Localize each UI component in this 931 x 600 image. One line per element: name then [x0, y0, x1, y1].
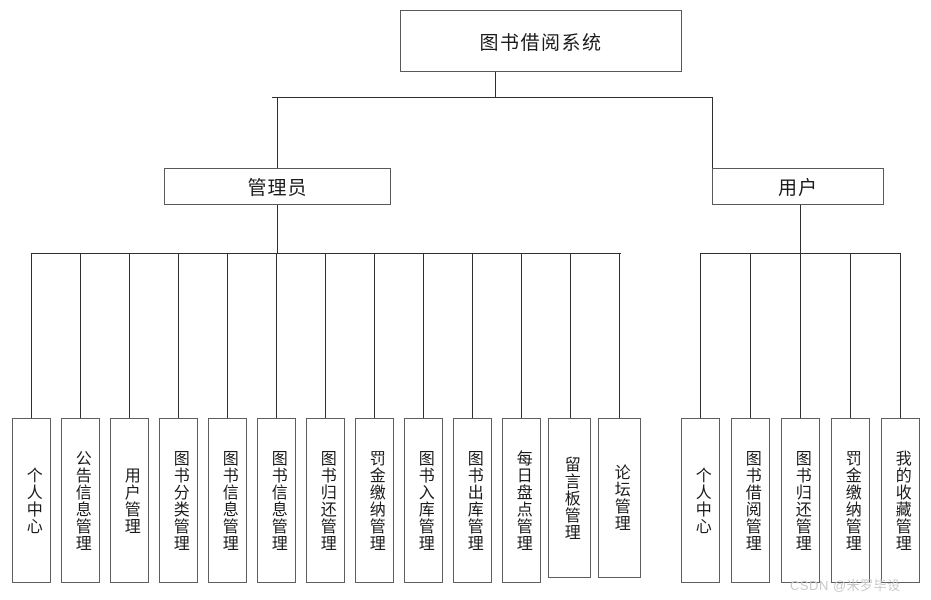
- leaf-node[interactable]: 图书入库管理: [404, 418, 443, 583]
- leaf-label: 留言板管理: [561, 455, 579, 541]
- leaf-node[interactable]: 我的收藏管理: [881, 418, 920, 583]
- node-branch-admin-label: 管理员: [247, 178, 308, 199]
- leaf-node[interactable]: 个人中心: [12, 418, 51, 583]
- leaf-label: 每日盘点管理: [513, 449, 531, 552]
- edge-admin-drop-11: [521, 253, 522, 418]
- leaf-label: 图书信息管理: [268, 449, 286, 552]
- edge-level2-bus: [272, 97, 713, 98]
- node-root-system[interactable]: 图书借阅系统: [400, 10, 682, 72]
- edge-user-drop-1: [700, 253, 701, 418]
- edge-admin-drop-7: [325, 253, 326, 418]
- leaf-node[interactable]: 图书信息管理: [208, 418, 247, 583]
- leaf-node[interactable]: 公告信息管理: [61, 418, 100, 583]
- leaf-label: 用户管理: [121, 466, 139, 535]
- leaf-label: 我的收藏管理: [892, 449, 910, 552]
- leaf-node[interactable]: 图书归还管理: [306, 418, 345, 583]
- leaf-label: 图书入库管理: [415, 449, 433, 552]
- edge-root-stem: [495, 72, 496, 97]
- leaf-label: 图书借阅管理: [742, 449, 760, 552]
- leaf-label: 个人中心: [23, 466, 41, 535]
- leaf-label: 罚金缴纳管理: [842, 449, 860, 552]
- edge-admin-drop-13: [619, 253, 620, 418]
- edge-admin-drop-5: [227, 253, 228, 418]
- leaf-node[interactable]: 留言板管理: [548, 418, 591, 578]
- node-branch-user[interactable]: 用户: [712, 168, 884, 205]
- leaf-node[interactable]: 论坛管理: [598, 418, 641, 578]
- edge-admin-bus: [31, 253, 621, 254]
- leaf-label: 公告信息管理: [72, 449, 90, 552]
- leaf-node[interactable]: 罚金缴纳管理: [831, 418, 870, 583]
- edge-user-drop-5: [900, 253, 901, 418]
- edge-admin-drop-10: [472, 253, 473, 418]
- edge-user-drop-2: [750, 253, 751, 418]
- edge-to-user: [712, 97, 713, 168]
- edge-admin-stem: [277, 205, 278, 253]
- edge-user-drop-4: [850, 253, 851, 418]
- leaf-node[interactable]: 图书借阅管理: [731, 418, 770, 583]
- edge-admin-drop-1: [31, 253, 32, 418]
- leaf-node[interactable]: 图书出库管理: [453, 418, 492, 583]
- leaf-node[interactable]: 图书信息管理: [257, 418, 296, 583]
- leaf-node[interactable]: 罚金缴纳管理: [355, 418, 394, 583]
- leaf-node[interactable]: 每日盘点管理: [502, 418, 541, 583]
- leaf-label: 图书信息管理: [219, 449, 237, 552]
- node-branch-admin[interactable]: 管理员: [164, 168, 391, 205]
- leaf-label: 个人中心: [692, 466, 710, 535]
- edge-admin-drop-12: [570, 253, 571, 418]
- edge-user-drop-3: [800, 253, 801, 418]
- leaf-node[interactable]: 图书归还管理: [781, 418, 820, 583]
- leaf-label: 图书归还管理: [317, 449, 335, 552]
- edge-admin-drop-4: [178, 253, 179, 418]
- edge-admin-drop-6: [276, 253, 277, 418]
- leaf-label: 图书出库管理: [464, 449, 482, 552]
- node-branch-user-label: 用户: [777, 178, 818, 199]
- watermark: CSDN @米罗毕设: [790, 578, 901, 593]
- edge-to-admin: [277, 97, 278, 168]
- leaf-node[interactable]: 图书分类管理: [159, 418, 198, 583]
- edge-admin-drop-9: [423, 253, 424, 418]
- edge-user-stem: [800, 205, 801, 253]
- leaf-label: 图书分类管理: [170, 449, 188, 552]
- leaf-label: 论坛管理: [611, 464, 629, 532]
- edge-admin-drop-2: [80, 253, 81, 418]
- edge-admin-drop-3: [129, 253, 130, 418]
- leaf-label: 图书归还管理: [792, 449, 810, 552]
- leaf-node[interactable]: 用户管理: [110, 418, 149, 583]
- leaf-label: 罚金缴纳管理: [366, 449, 384, 552]
- edge-admin-drop-8: [374, 253, 375, 418]
- node-root-label: 图书借阅系统: [479, 32, 603, 54]
- leaf-node[interactable]: 个人中心: [681, 418, 720, 583]
